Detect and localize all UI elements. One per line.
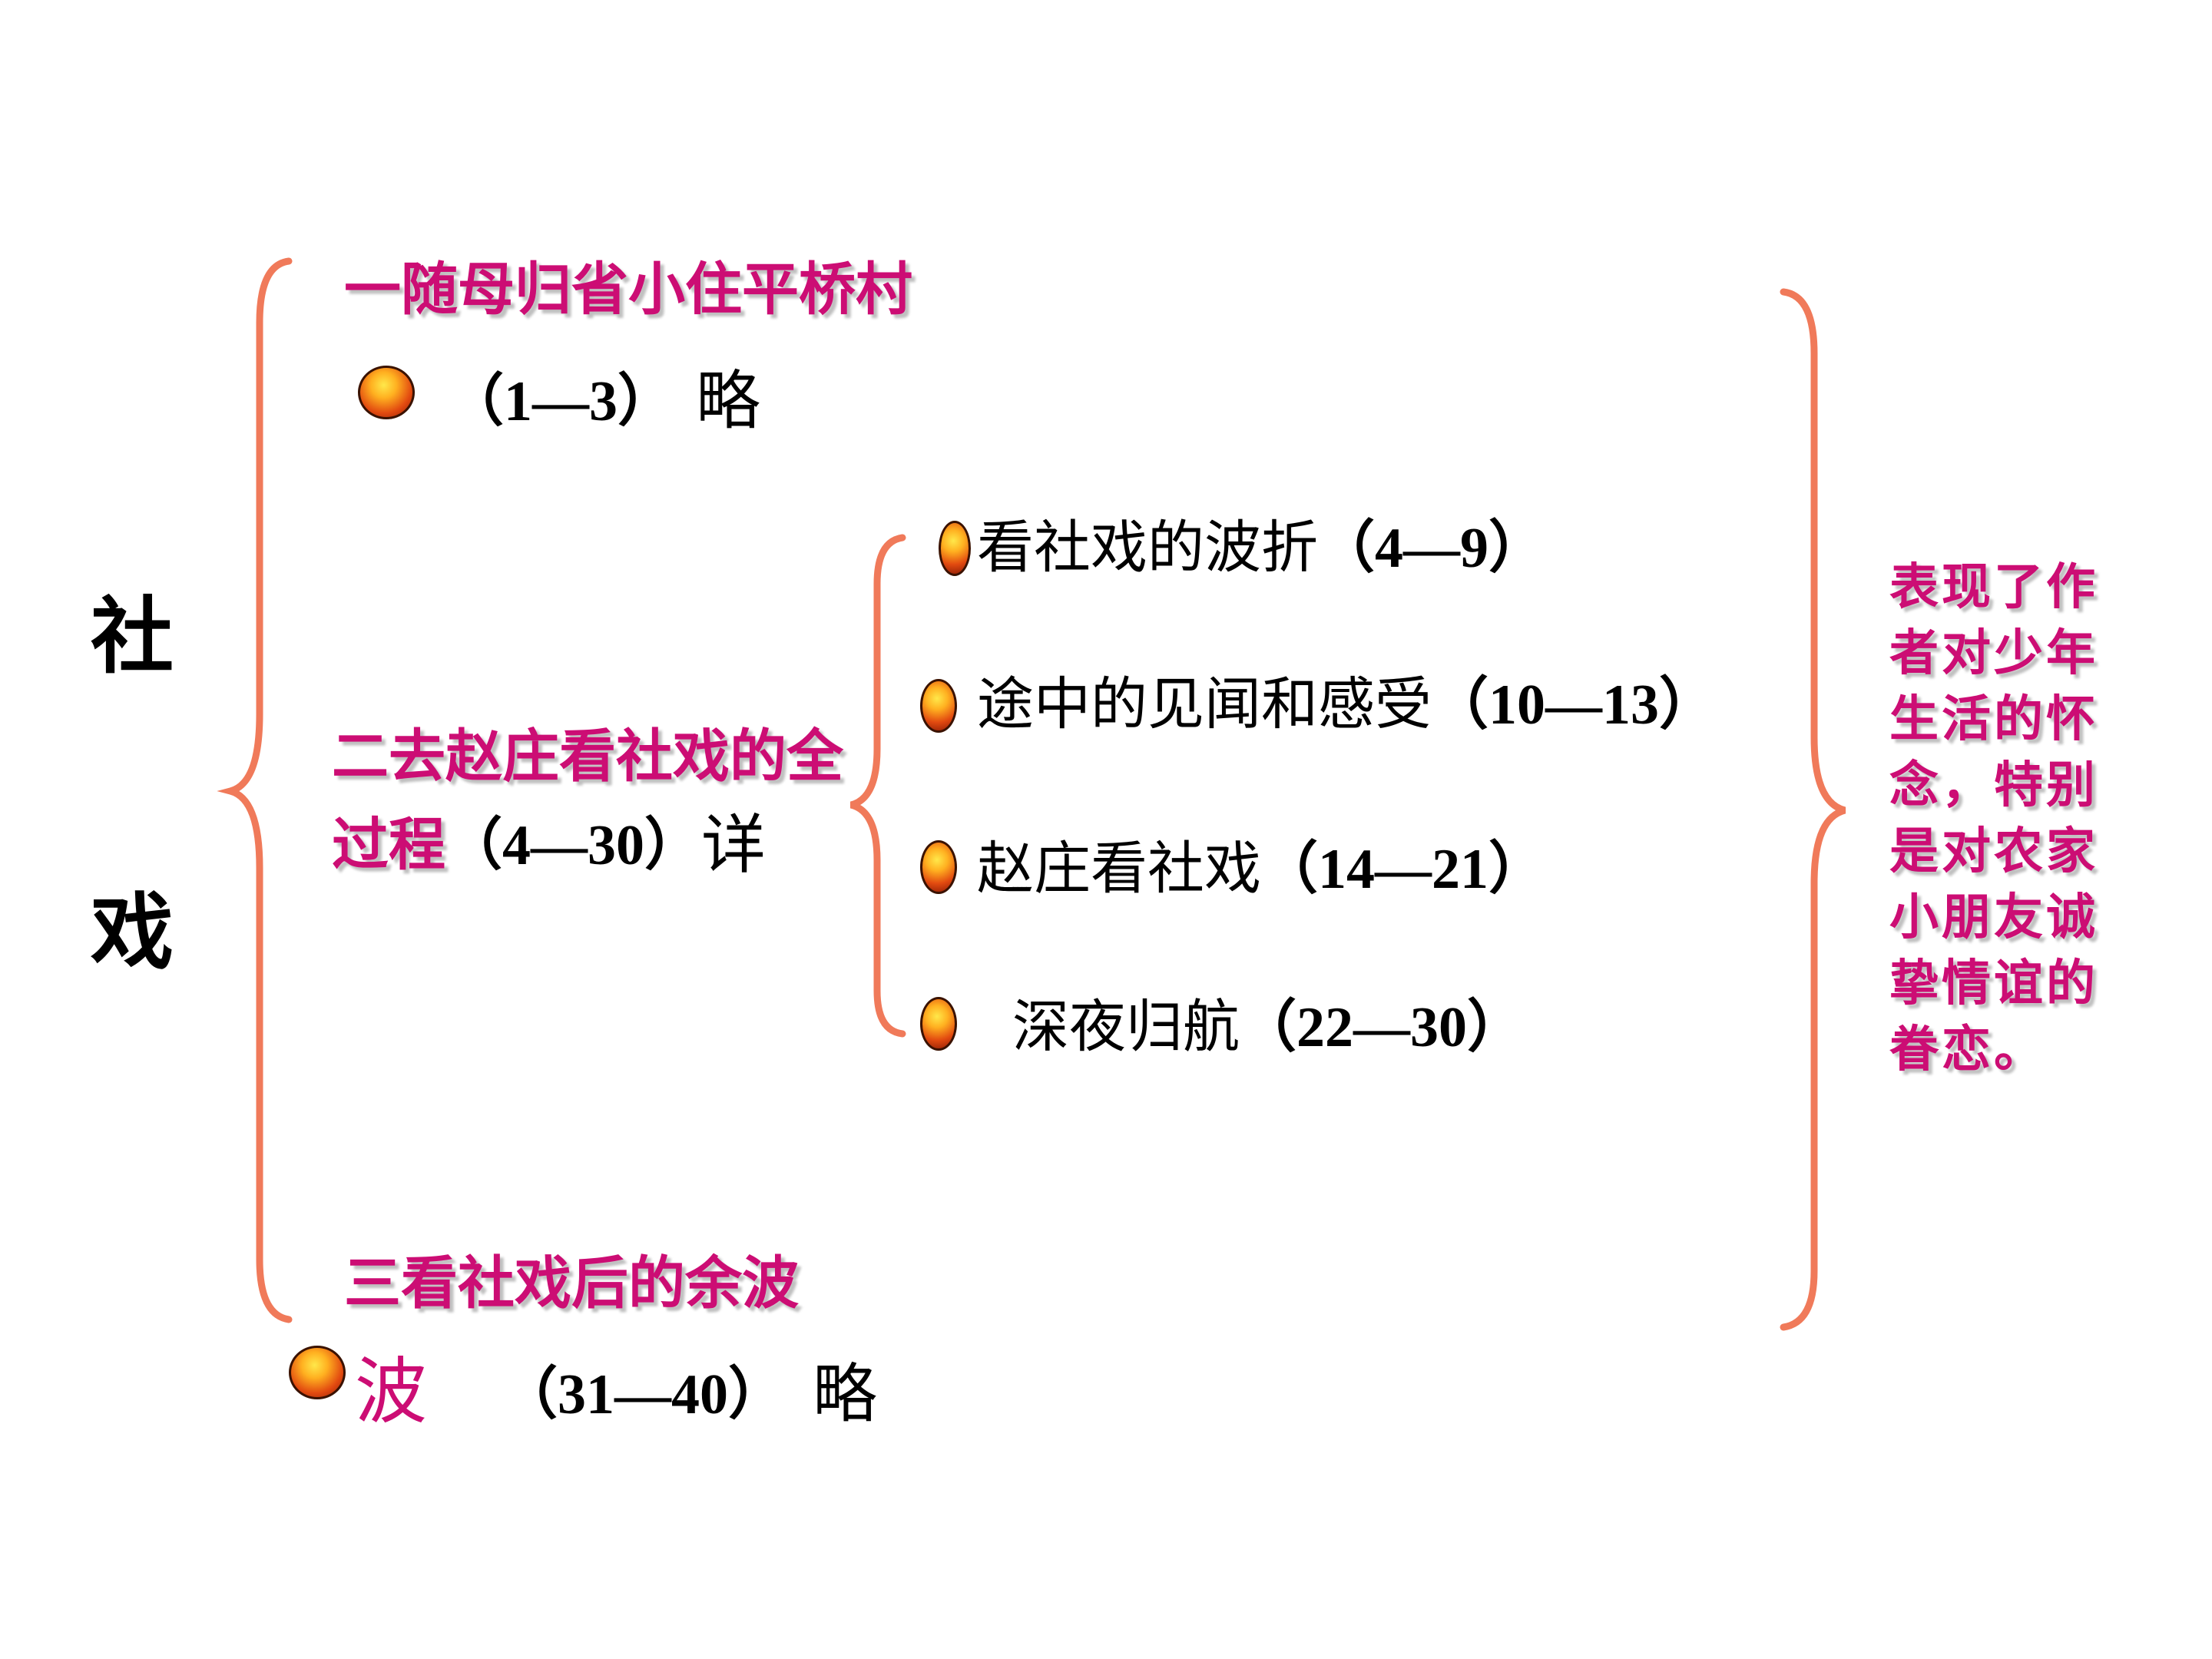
detail-2-range: （10—13） [1432, 674, 1716, 737]
section-1-range: （1—3） [447, 370, 674, 433]
bullet-icon [920, 997, 957, 1051]
section-1-line: （1—3）略 [447, 369, 760, 433]
bullet-icon [289, 1346, 346, 1399]
section-1-title: 一随母归省小住平桥村 [344, 257, 912, 323]
bullet-icon [920, 679, 957, 733]
section-3-title: 三看社戏后的余波 [344, 1250, 799, 1316]
detail-2: 途中的见闻和感受（10—13） [977, 676, 1716, 733]
section-2-title-line1: 二去赵庄看社戏的全 [332, 724, 843, 790]
detail-4-range: （22—30） [1240, 996, 1524, 1059]
left-brace [217, 257, 293, 1323]
detail-1-text: 看社戏的波折 [977, 515, 1318, 581]
detail-3-range: （14—21） [1261, 838, 1545, 901]
summary-text: 表现了作者对少年生活的怀念，特别是对农家小朋友诚挚情谊的眷恋。 [1889, 559, 2098, 1078]
section-2-note: 详 [701, 807, 767, 882]
bullet-icon [939, 521, 971, 576]
section-1-note: 略 [696, 363, 761, 439]
detail-1: 看社戏的波折（4—9） [977, 519, 1545, 577]
detail-3: 赵庄看社戏（14—21） [977, 840, 1545, 898]
section-2-range: （4—30） [445, 814, 701, 877]
title-char-1: 社 [91, 588, 174, 685]
detail-3-text: 赵庄看社戏 [977, 836, 1261, 902]
section-3-range: （31—40） [501, 1363, 786, 1426]
title-char-2: 戏 [91, 884, 174, 981]
bullet-icon [358, 366, 415, 419]
section-2-title-line2: 过程 [332, 812, 445, 878]
detail-2-text: 途中的见闻和感受 [977, 671, 1432, 737]
section-2-line2: 过程（4—30）详 [332, 813, 766, 877]
bullet-icon [920, 840, 957, 894]
detail-4-text: 深夜归航 [1012, 994, 1240, 1060]
detail-4: 深夜归航（22—30） [1012, 998, 1524, 1056]
middle-brace [849, 534, 906, 1038]
section-3-note: 略 [813, 1356, 878, 1432]
section-3-line: 波（31—40）略 [355, 1356, 877, 1429]
right-brace [1780, 288, 1846, 1331]
detail-1-range: （4—9） [1318, 517, 1545, 580]
section-3-tail: 波 [355, 1350, 428, 1434]
